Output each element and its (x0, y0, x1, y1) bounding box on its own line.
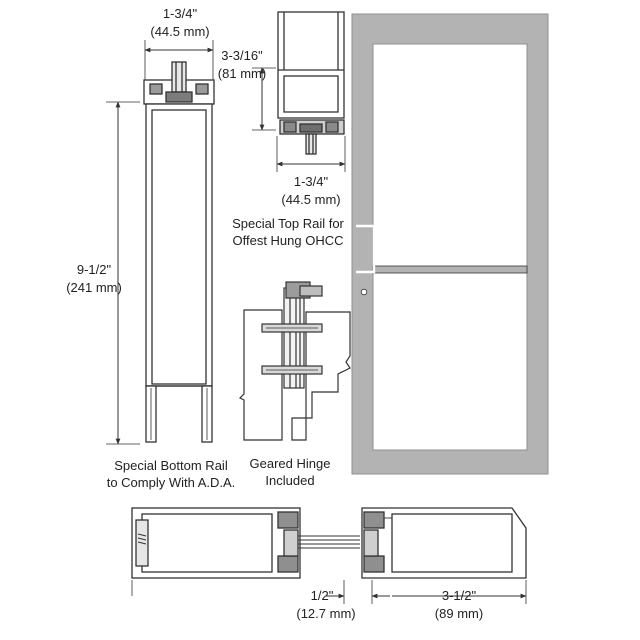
top-rail-section (252, 11, 346, 172)
bottom-rail-section (106, 40, 215, 445)
bottom-rail-height-inches: 9-1/2" (76, 262, 112, 277)
gap-inches: 1/2" (310, 588, 334, 603)
stile-mm: (89 mm) (434, 606, 484, 621)
hinge-caption-line1: Geared Hinge (249, 456, 331, 471)
bottom-rail-caption-line1: Special Bottom Rail (114, 458, 228, 473)
geared-hinge-section (238, 281, 351, 441)
bottom-rail-caption-line2: to Comply With A.D.A. (106, 475, 236, 490)
top-rail-width-inches: 1-3/4" (293, 174, 329, 189)
top-rail-height-inches: 3-3/16" (221, 48, 263, 63)
door-elevation (351, 13, 549, 475)
top-rail-caption-line1: Special Top Rail for (232, 216, 344, 231)
top-rail-caption-line2: Offest Hung OHCC (232, 233, 344, 248)
bottom-rail-height-mm: (241 mm) (66, 280, 122, 295)
hinge-right-leaf (291, 311, 351, 441)
top-rail-height-mm: (81 mm) (217, 66, 267, 81)
stile-dimensions (326, 580, 527, 604)
top-rail-width-mm: (44.5 mm) (281, 192, 341, 207)
bottom-rail-width-inches: 1-3/4" (162, 6, 198, 21)
stile-section-right (361, 507, 527, 579)
stile-inches: 3-1/2" (441, 588, 477, 603)
gap-mm: (12.7 mm) (296, 606, 356, 621)
hinge-caption-line2: Included (265, 473, 315, 488)
door-lock-cylinder (360, 288, 368, 296)
bottom-rail-width-mm: (44.5 mm) (150, 24, 210, 39)
stile-section-left (131, 507, 360, 596)
door-pull-handle (356, 224, 376, 274)
door-glass-lite (372, 43, 528, 451)
door-push-bar-rail (372, 265, 528, 274)
